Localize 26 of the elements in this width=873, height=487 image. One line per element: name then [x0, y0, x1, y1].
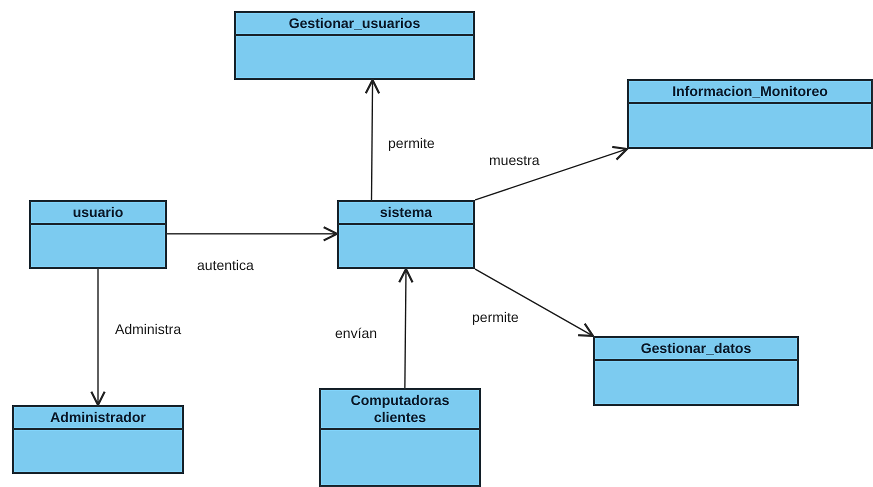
- class-box: [593, 336, 799, 406]
- association-arrow: [398, 268, 414, 388]
- edge-label: Administra: [115, 321, 182, 337]
- class-box: [234, 11, 475, 80]
- class-name: Administrador: [49, 409, 147, 426]
- class-name: Informacion_Monitoreo: [671, 83, 829, 100]
- association-arrow: [90, 269, 106, 406]
- class-box: [627, 79, 873, 149]
- class-box: [337, 200, 475, 269]
- edge-label: permite: [388, 135, 435, 151]
- edge-label: autentica: [197, 257, 254, 273]
- class-name: Gestionar_datos: [640, 340, 752, 357]
- class-box: [319, 388, 481, 487]
- association-arrow: [167, 226, 338, 242]
- association-arrow: [474, 268, 594, 338]
- association-arrow: [364, 78, 380, 200]
- class-name: Computadoras clientes: [350, 392, 450, 426]
- class-name: Gestionar_usuarios: [288, 15, 422, 32]
- edge-label: permite: [472, 309, 519, 325]
- association-arrow: [474, 146, 628, 201]
- class-name: usuario: [72, 204, 124, 221]
- edge-label: envían: [335, 325, 378, 341]
- class-box: [29, 200, 167, 269]
- edge-label: muestra: [489, 152, 540, 168]
- class-box: [12, 405, 184, 474]
- class-name: sistema: [378, 204, 434, 221]
